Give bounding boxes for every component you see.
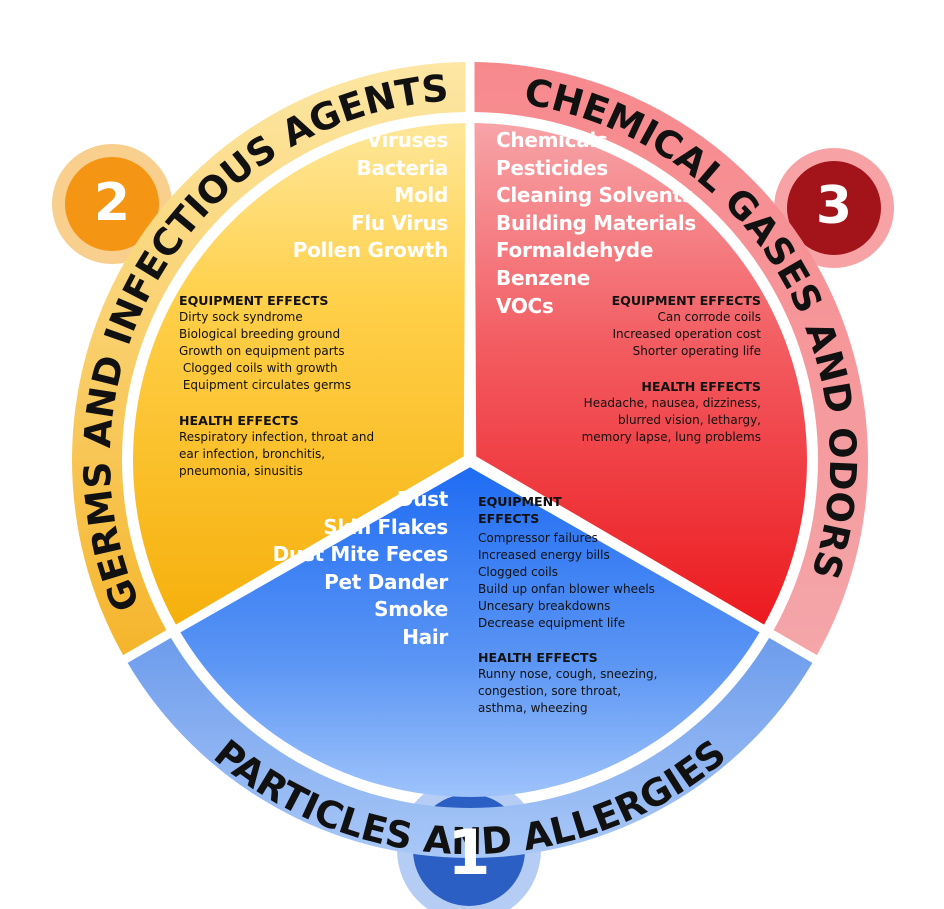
chemical-item: Cleaning Solvents: [496, 183, 694, 208]
germs-item: Viruses: [366, 128, 449, 152]
germs-equipment-heading: EQUIPMENT EFFECTS: [179, 293, 329, 308]
chemical-items: Chemicals Pesticides Cleaning Solvents B…: [496, 127, 696, 320]
badge-2-number: 2: [93, 173, 131, 233]
germs-item: Mold: [394, 183, 448, 208]
badge-3-disc: [787, 161, 881, 255]
particles-health-line: asthma, wheezing: [478, 701, 588, 715]
particles-equipment-item: Build up onfan blower wheels: [478, 582, 655, 596]
particles-item: Pet Dander: [324, 569, 448, 594]
badge-1-number: 1: [447, 816, 491, 889]
germs-item: Flu Virus: [350, 210, 448, 235]
germs-health-line: Respiratory infection, throat and: [179, 430, 375, 444]
particles-item: Skin Flakes: [323, 514, 448, 539]
chemical-item: VOCs: [496, 293, 554, 318]
germs-items: Viruses Bacteria Mold Flu Virus Pollen G…: [250, 127, 449, 265]
particles-health-list: Runny nose, cough, sneezing, congestion,…: [478, 666, 657, 717]
germs-equipment-item: Clogged coils with growth: [179, 361, 338, 375]
germs-equipment-item: Biological breeding ground: [179, 327, 341, 341]
chemical-equipment-item: Can corrode coils: [657, 310, 762, 324]
particles-item: Smoke: [374, 597, 448, 622]
chemical-equipment-heading: EQUIPMENT EFFECTS: [611, 293, 761, 308]
chemical-health-line: blurred vision, lethargy,: [618, 413, 761, 427]
chemical-equipment-item: Shorter operating life: [632, 344, 761, 358]
chemical-health-heading: HEALTH EFFECTS: [641, 379, 761, 394]
particles-equipment-heading: EQUIPMENT EFFECTS: [478, 493, 562, 527]
particles-equipment-item: Clogged coils: [478, 565, 558, 579]
badge-2-disc: [65, 157, 159, 251]
germs-item: Pollen Growth: [292, 238, 449, 263]
particles-equipment-item: Decrease equipment life: [478, 616, 626, 630]
particles-health-line: congestion, sore throat,: [478, 684, 622, 698]
chemical-item: Benzene: [496, 265, 590, 290]
chemical-sector: [474, 123, 808, 625]
particles-equipment-item: Compressor failures: [478, 531, 598, 545]
germs-ring: [71, 62, 466, 656]
germs-health-line: pneumonia, sinusitis: [179, 464, 303, 478]
badge-3-number: 3: [815, 176, 853, 236]
particles-equipment-item: Increased energy bills: [478, 548, 610, 562]
germs-health-heading: HEALTH EFFECTS: [179, 413, 299, 428]
particles-item: Hair: [402, 624, 448, 649]
germs-equipment-list: Dirty sock syndrome Biological breeding …: [179, 309, 351, 394]
particles-equipment-heading-line: EQUIPMENT: [478, 494, 562, 509]
germs-health-list: Respiratory infection, throat and ear in…: [179, 429, 374, 480]
chemical-health-line: Headache, nausea, dizziness,: [583, 396, 761, 410]
particles-equipment-heading-line: EFFECTS: [478, 511, 540, 526]
chemical-item: Formaldehyde: [496, 238, 654, 263]
germs-item: Bacteria: [356, 155, 448, 180]
particles-items: Dust Skin Flakes Dust Mite Feces Pet Dan…: [248, 486, 449, 652]
germs-sector: [133, 123, 466, 625]
particles-health-heading: HEALTH EFFECTS: [478, 650, 598, 665]
germs-equipment-item: Equipment circulates germs: [179, 378, 352, 392]
chemical-equipment-list: Can corrode coils Increased operation co…: [560, 309, 761, 360]
chemical-ring: [474, 62, 868, 656]
particles-health-line: Runny nose, cough, sneezing,: [478, 667, 658, 681]
particles-item: Dust Mite Feces: [272, 542, 449, 567]
chemical-item: Pesticides: [496, 155, 609, 180]
germs-equipment-item: Growth on equipment parts: [179, 344, 345, 358]
badge-3: [774, 148, 894, 268]
badge-2: [52, 144, 172, 264]
chemical-health-line: memory lapse, lung problems: [581, 430, 761, 444]
chemical-item: Chemicals: [496, 128, 608, 152]
particles-ring: [127, 637, 813, 858]
chemical-health-list: Headache, nausea, dizziness, blurred vis…: [560, 395, 761, 446]
germs-equipment-item: Dirty sock syndrome: [179, 310, 303, 324]
particles-sector: [180, 467, 760, 797]
particles-equipment-list: Compressor failures Increased energy bil…: [478, 530, 655, 632]
chemical-equipment-item: Increased operation cost: [612, 327, 761, 341]
particles-equipment-item: Uncesary breakdowns: [478, 599, 611, 613]
particles-item: Dust: [396, 487, 448, 511]
chemical-item: Building Materials: [496, 210, 696, 235]
germs-health-line: ear infection, bronchitis,: [179, 447, 326, 461]
